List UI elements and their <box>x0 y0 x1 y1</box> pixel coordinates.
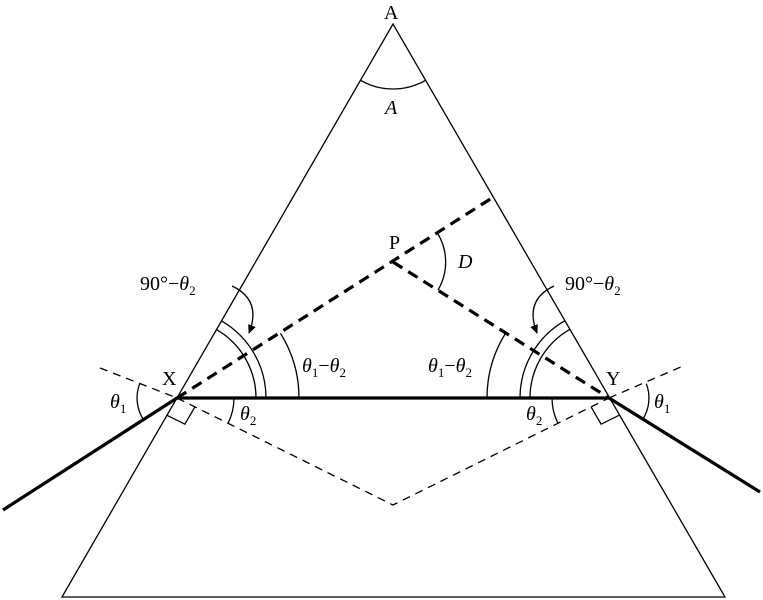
right-90-minus-theta2-label: 90°−θ2 <box>565 273 621 298</box>
apex-angle-label: A <box>383 97 398 119</box>
left-theta1-minus-theta2-label: θ1−θ2 <box>302 355 346 380</box>
deviation-label: D <box>457 251 473 273</box>
right-angle-marks <box>486 285 650 426</box>
left-angle-marks <box>136 285 300 426</box>
left-90-minus-theta2-label: 90°−θ2 <box>140 273 196 298</box>
left-theta2-label: θ2 <box>240 403 256 428</box>
apex-angle-arc <box>360 79 426 90</box>
right-theta2-label: θ2 <box>526 403 542 428</box>
emergent-extension <box>392 260 610 400</box>
deviation-arc <box>437 233 447 291</box>
left-theta1-label: θ1 <box>110 391 126 416</box>
apex-label: A <box>384 2 399 24</box>
right-theta1-label: θ1 <box>654 391 670 416</box>
normals-lower <box>176 397 610 506</box>
incident-ray <box>2 396 178 512</box>
right-theta1-minus-theta2-label: θ1−θ2 <box>428 355 472 380</box>
point-p-label: P <box>389 232 400 254</box>
point-y-label: Y <box>606 368 620 390</box>
point-x-label: X <box>162 368 177 390</box>
prism-triangle <box>60 22 727 598</box>
emergent-ray <box>608 396 761 494</box>
incident-extension <box>176 196 493 400</box>
